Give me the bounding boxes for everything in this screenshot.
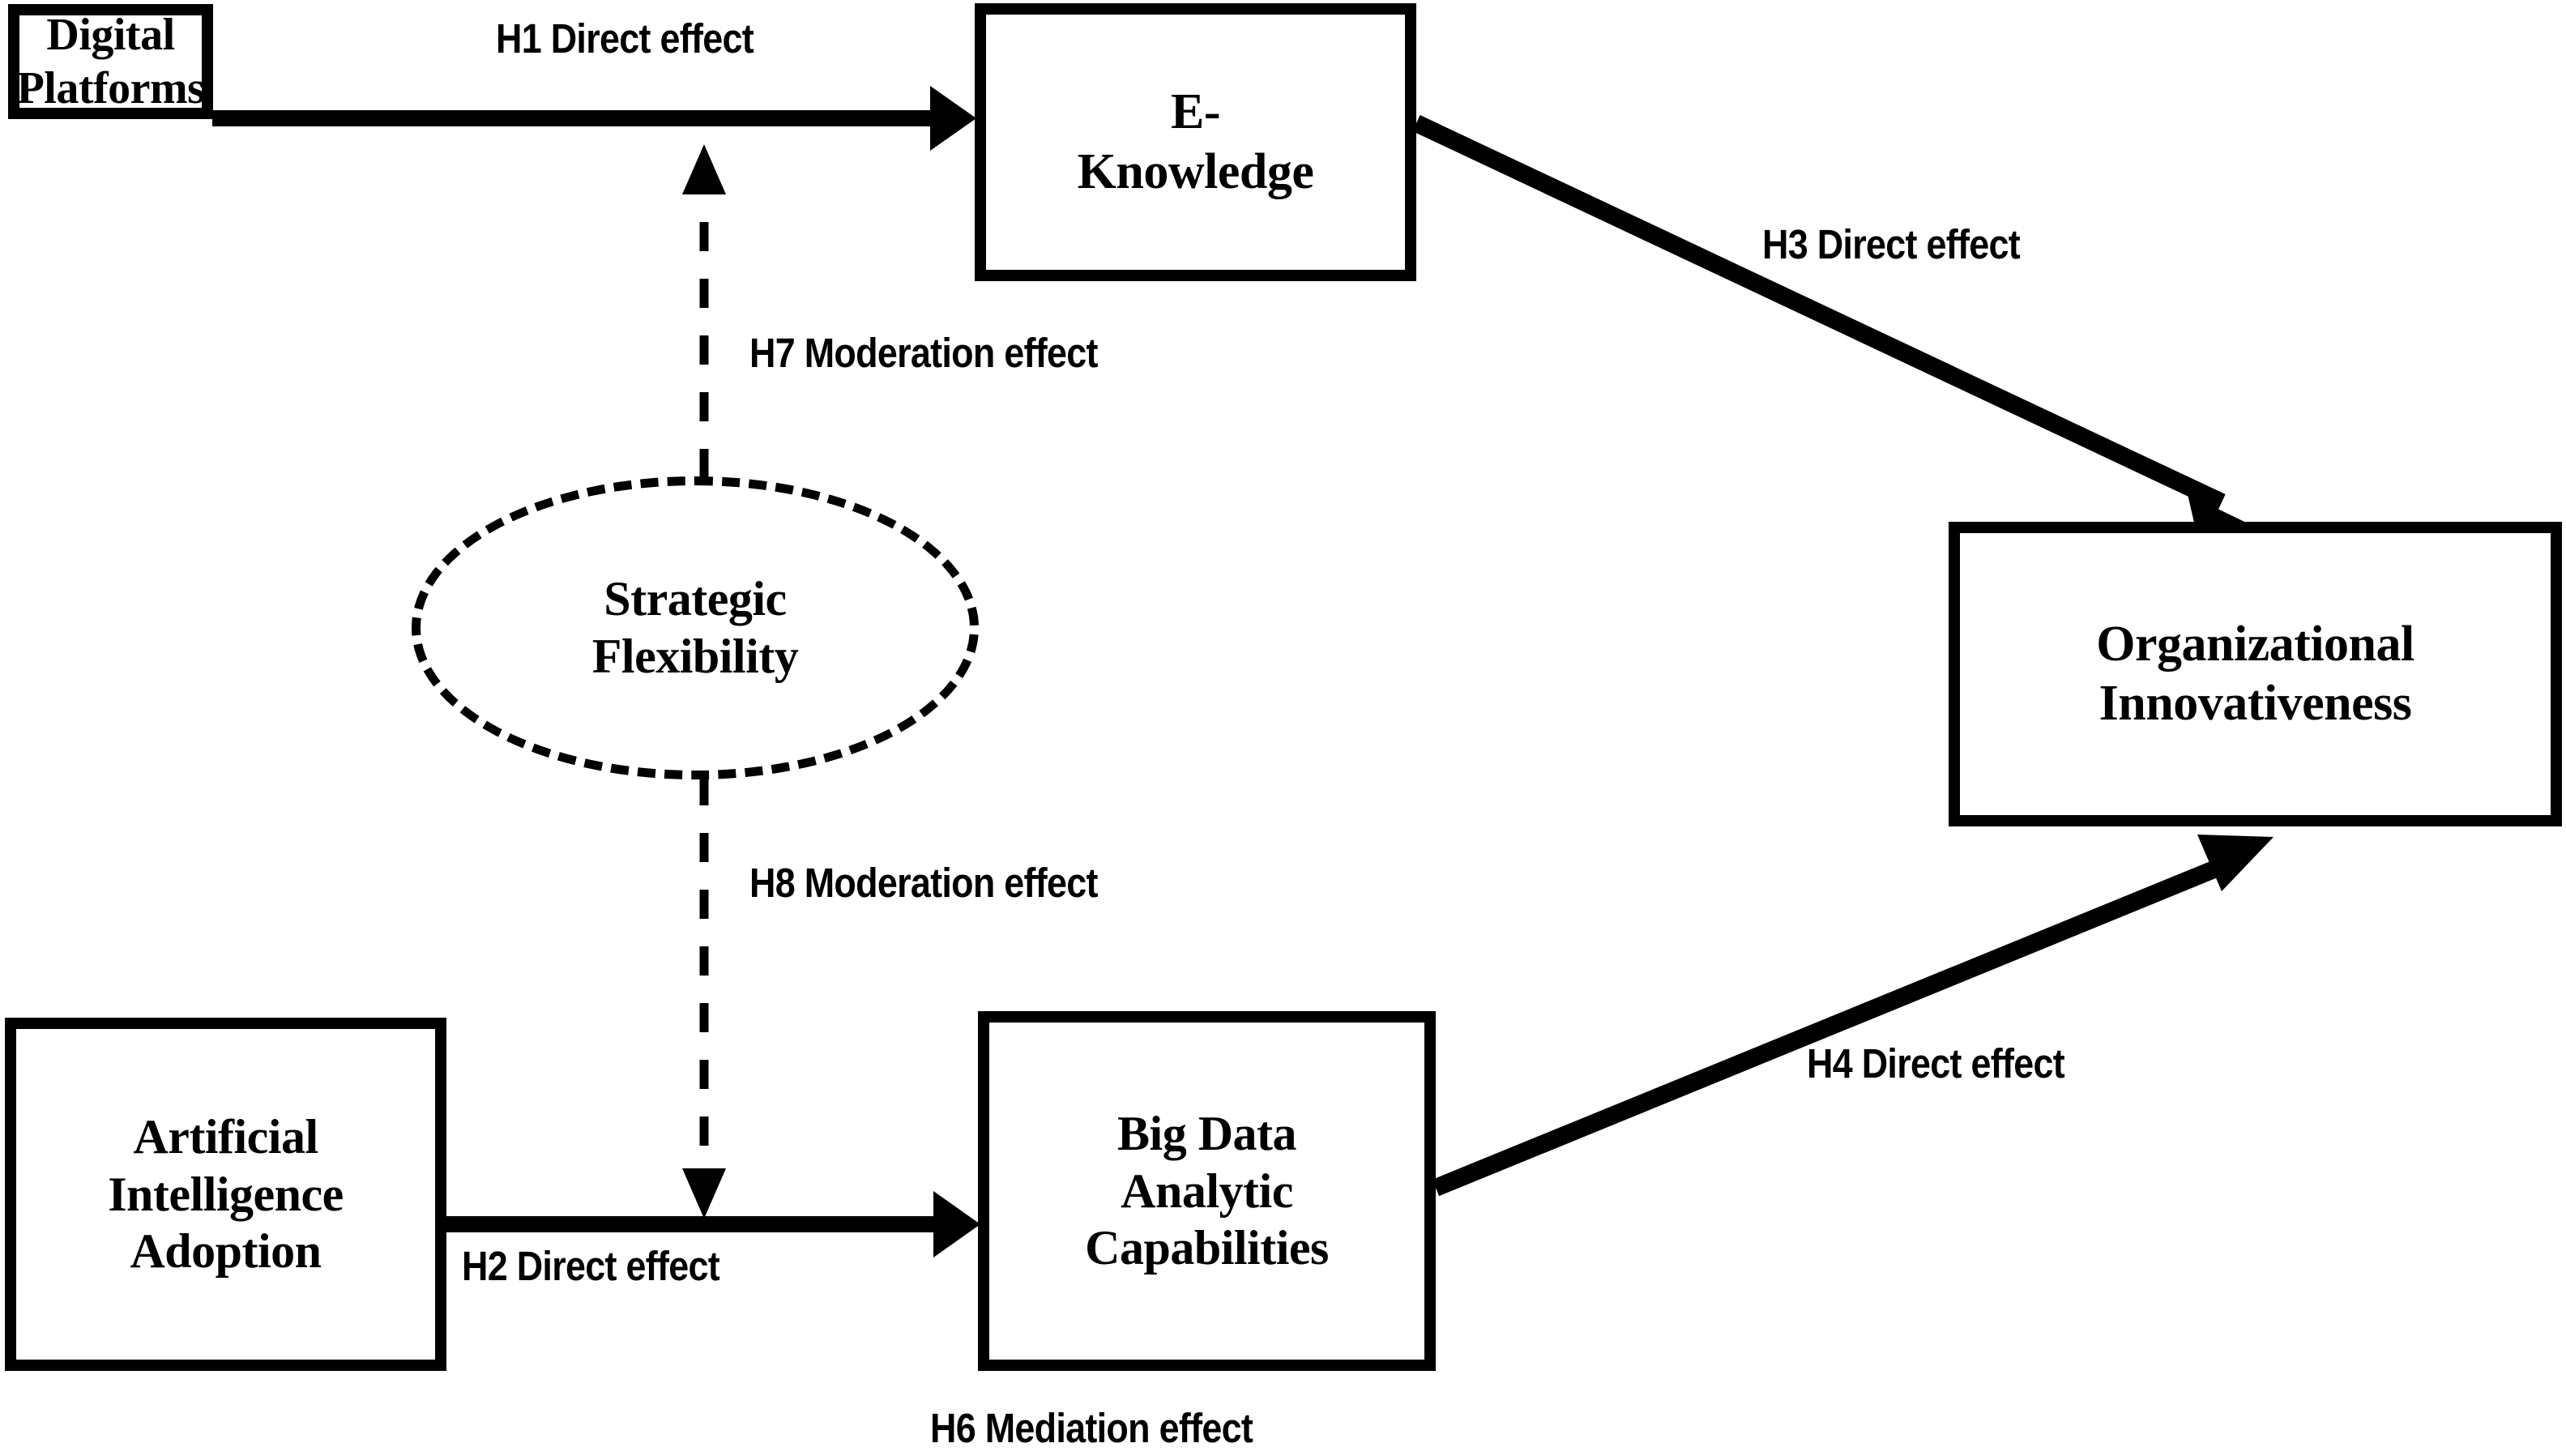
path-label-h7: H7 Moderation effect xyxy=(749,330,1099,376)
node-organizational-innovativeness-label: Organizational Innovativeness xyxy=(2096,616,2414,731)
path-h3-arrow xyxy=(1412,115,2263,551)
node-strategic-flexibility-label: Strategic Flexibility xyxy=(591,572,799,683)
path-label-h4: H4 Direct effect xyxy=(1807,1040,2065,1087)
path-label-h2: H2 Direct effect xyxy=(462,1243,720,1289)
path-label-h8: H8 Moderation effect xyxy=(749,860,1099,906)
node-organizational-innovativeness[interactable]: Organizational Innovativeness xyxy=(1949,522,2562,826)
node-digital-platforms[interactable]: Digital Platforms xyxy=(8,4,213,119)
path-h1-arrow xyxy=(212,86,976,151)
path-h4-arrow xyxy=(1432,835,2274,1197)
node-big-data-analytic-capabilities-label: Big Data Analytic Capabilities xyxy=(1085,1106,1329,1275)
path-label-h1: H1 Direct effect xyxy=(496,15,754,62)
path-label-h6: H6 Mediation effect xyxy=(930,1405,1253,1451)
path-h2-arrow xyxy=(446,1191,980,1257)
node-digital-platforms-label: Digital Platforms xyxy=(16,9,205,113)
path-label-h3: H3 Direct effect xyxy=(1762,221,2021,267)
node-strategic-flexibility[interactable]: Strategic Flexibility xyxy=(412,476,979,779)
path-h8-dashed-arrow xyxy=(682,776,726,1219)
node-artificial-intelligence-adoption[interactable]: Artificial Intelligence Adoption xyxy=(5,1018,446,1371)
node-big-data-analytic-capabilities[interactable]: Big Data Analytic Capabilities xyxy=(978,1011,1436,1371)
path-h7-dashed-arrow xyxy=(682,144,726,478)
node-artificial-intelligence-adoption-label: Artificial Intelligence Adoption xyxy=(108,1109,344,1279)
node-e-knowledge[interactable]: E- Knowledge xyxy=(975,3,1416,281)
node-e-knowledge-label: E- Knowledge xyxy=(1077,84,1314,199)
